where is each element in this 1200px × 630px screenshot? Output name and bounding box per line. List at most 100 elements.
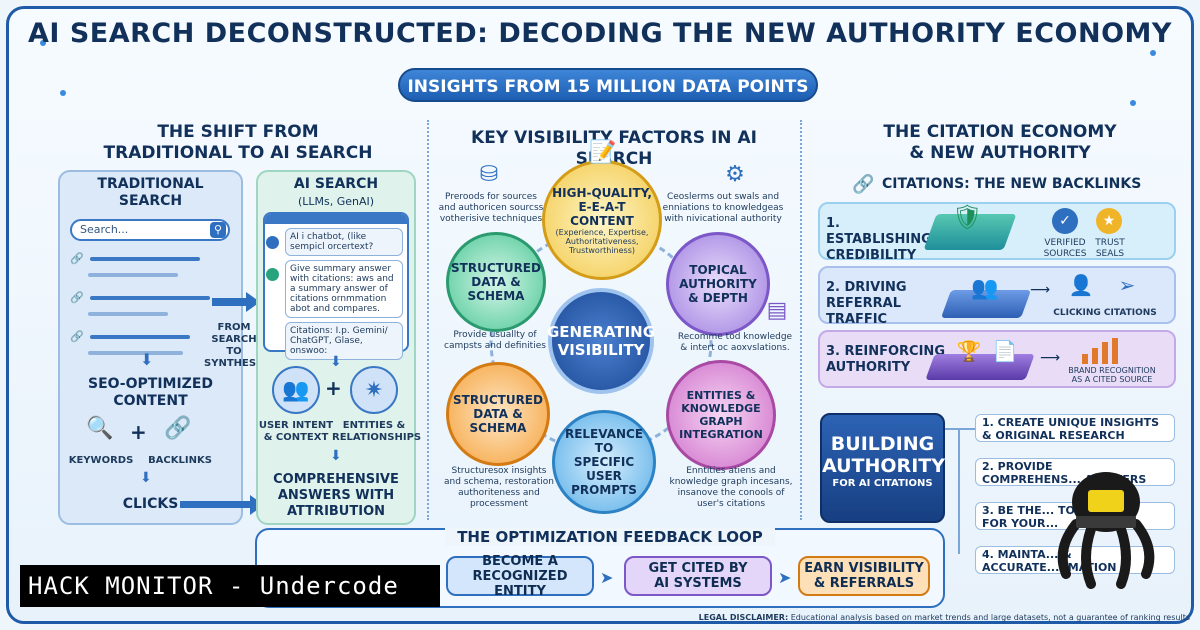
keywords-label: KEYWORDS [68,455,134,466]
user-avatar-icon [266,236,279,249]
chain-link-icon: 🔗 [852,174,875,195]
factor-line: ENTITIES & [686,389,756,402]
caption-line: BRAND RECOGNITION [1068,366,1156,375]
chart-bar [1082,354,1088,364]
loop-line: GET CITED BY [648,561,748,576]
entities-network-icon: ✷ [350,366,398,414]
factor-desc: Recomme tod knowledge & intert oc aoxvsl… [677,332,793,353]
factor-desc: Enntities atiens and knowledge graph inc… [669,466,793,509]
factor-line: E-E-A-T CONTENT [570,199,634,228]
layers-icon: ▤ [766,298,788,323]
cursor-icon: ➢ [1118,273,1136,297]
result-line [89,334,190,339]
factor-line: INTEGRATION [679,428,763,441]
link-icon: 🔗 [70,252,84,265]
badge-line: SEALS [1095,249,1125,259]
trust-seal-icon: ★ [1096,208,1122,234]
hub-line: GENERATING [546,323,656,341]
transition-line: TO [226,346,242,357]
search-result: 🔗 [70,252,230,265]
factor-desc: Structuresox insights and schema, restor… [444,466,554,509]
decorative-dot [1150,50,1156,56]
shield-check-icon: 🛡 [952,203,983,231]
comprehensive-line: ANSWERS WITH [277,488,395,503]
authority-step-2: 2. PROVIDE COMPREHENS... ANSWERS [975,458,1175,486]
transition-line: FROM [217,322,251,333]
factor-line: AUTHORITY [679,277,757,291]
badge-line: VERIFIED [1044,238,1086,248]
entities-label: ENTITIES & RELATIONSHIPS [332,420,421,444]
left-heading-line: THE SHIFT FROM [157,122,319,142]
right-heading-line: THE CITATION ECONOMY [883,122,1117,142]
link-icon: 🔗 [70,291,84,304]
factor-structured-data-upper: STRUCTURED DATA & SCHEMA [446,232,546,332]
arrow-right-icon: ⟶ [1040,350,1061,366]
logo-laptop-base [1076,516,1136,528]
factor-entities-knowledge-graph: ENTITIES & KNOWLEDGE GRAPH INTEGRATION [666,360,776,470]
page-title: AI SEARCH DECONSTRUCTED: DECODING THE NE… [28,18,1172,49]
factor-line: RELEVANCE TO [564,427,644,455]
left-heading: THE SHIFT FROM TRADITIONAL TO AI SEARCH [48,122,428,164]
strip-credibility-label: 1. ESTABLISHING CREDIBILITY [826,216,946,264]
right-heading: THE CITATION ECONOMY & NEW AUTHORITY [810,122,1190,164]
step-line: 2. PROVIDE [982,460,1053,473]
factor-line: KNOWLEDGE GRAPH [681,402,761,428]
comprehensive-answers-label: COMPREHENSIVE ANSWERS WITH ATTRIBUTION [256,472,416,520]
backlinks-icon: 🔗 [164,416,192,441]
user-click-icon: 👤 [1068,273,1094,297]
result-snippet [88,351,230,355]
factor-line: TOPICAL [689,263,747,277]
user-intent-icon: 👥 [272,366,320,414]
chat-bubble-user: AI i chatbot, (like sempicl orcertext? [285,228,403,256]
caption-line: AS A CITED SOURCE [1071,375,1153,384]
step-connector [958,428,960,554]
link-icon: 🔗 [70,330,84,343]
loop-line: BECOME A [482,553,558,569]
feedback-loop-heading: THE OPTIMIZATION FEEDBACK LOOP [445,528,775,546]
document-icon: 📝 [589,140,617,165]
traditional-heading-line: SEARCH [118,193,183,209]
plus-sign: + [325,376,342,400]
award-certificate-icon: 🏆 [956,339,982,363]
hub-line: VISIBILITY [557,341,645,359]
logo-laptop-screen [1088,490,1124,512]
brand-recognition-label: BRAND RECOGNITION AS A CITED SOURCE [1050,366,1174,384]
traditional-heading-line: TRADITIONAL [97,176,204,192]
seo-label-line: CONTENT [113,393,188,409]
traditional-heading: TRADITIONAL SEARCH [58,176,243,210]
verified-sources-label: VERIFIED SOURCES [1040,238,1090,260]
clicking-citations-label: CLICKING CITATIONS [1053,308,1157,318]
factor-desc: Preroods for sources and authoricen sour… [438,192,544,224]
arrow-down-icon: ⬇ [330,354,342,370]
transition-arrow-shaft [212,298,248,306]
loop-line: AI SYSTEMS [654,576,742,591]
building-authority-box: BUILDING AUTHORITY FOR AI CITATIONS [820,413,945,523]
legal-disclaimer: LEGAL DISCLAIMER: Educational analysis b… [690,613,1190,622]
arrow-down-icon: ⬇ [330,448,342,464]
factor-desc: Ceoslerms out swals and enniations to kn… [662,192,784,224]
factor-line: DATA & [471,275,521,289]
search-input[interactable]: Search... [70,219,230,241]
strip-line: 2. DRIVING REFERRAL [826,280,907,311]
logo-tentacles [1057,519,1155,589]
disclaimer-text: Educational analysis based on market tre… [790,613,1190,622]
step-line: 3. BE THE... TO [982,504,1075,517]
arrow-down-icon: ⬇ [140,350,154,369]
decorative-dot [40,40,46,46]
plus-sign: + [130,420,147,444]
factor-relevance-prompts: RELEVANCE TO SPECIFIC USER PROMPTS [552,410,656,514]
factor-line: STRUCTURED [451,261,541,275]
trust-seals-label: TRUST SEALS [1088,238,1132,260]
ai-heading-line: (LLMs, GenAI) [297,195,375,208]
growth-chart-icon [1082,338,1118,364]
comprehensive-line: ATTRIBUTION [286,504,386,519]
search-icon[interactable]: ⚲ [210,222,226,238]
step-connector [945,428,975,430]
strip-line: 3. REINFORCING [826,344,945,359]
subtitle-banner: INSIGHTS FROM 15 MILLION DATA POINTS [398,68,818,102]
arrow-down-icon: ⬇ [140,470,152,486]
factor-line: STRUCTURED [453,393,543,407]
user-intent-label: USER INTENT & CONTEXT [258,420,334,444]
